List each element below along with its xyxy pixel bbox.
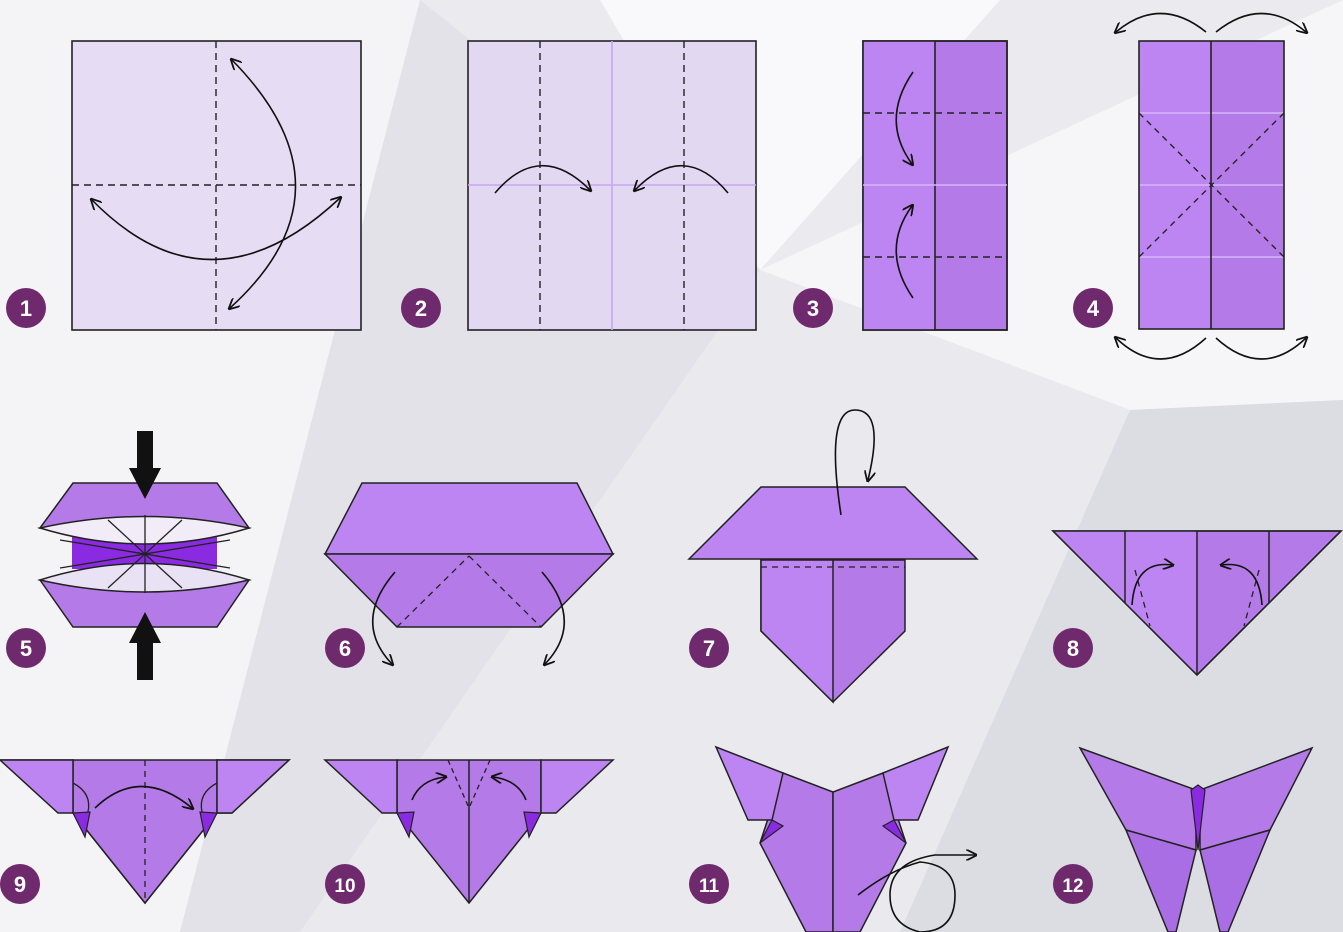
step-number: 10	[334, 876, 355, 897]
step-badge: 7	[689, 628, 729, 668]
step-number: 9	[14, 872, 26, 897]
step-number: 3	[807, 296, 819, 321]
step-number: 11	[699, 876, 720, 897]
step-badge: 8	[1053, 628, 1093, 668]
step-badge: 10	[325, 864, 365, 904]
step-badge: 4	[1073, 288, 1113, 328]
step-number: 6	[339, 636, 351, 661]
step-3	[863, 41, 1007, 330]
step-badge: 2	[401, 288, 441, 328]
step-badge: 5	[6, 628, 46, 668]
step-number: 7	[703, 636, 715, 661]
step-number: 12	[1062, 876, 1083, 897]
step-1	[72, 41, 361, 330]
step-2	[468, 41, 756, 330]
step-4	[1116, 14, 1306, 360]
step-badge: 9	[0, 864, 40, 904]
step-number: 4	[1087, 296, 1100, 321]
step-badge: 12	[1053, 864, 1093, 904]
step-badge: 3	[793, 288, 833, 328]
step-number: 8	[1067, 636, 1079, 661]
step-number: 5	[20, 636, 32, 661]
step-badge: 1	[6, 288, 46, 328]
step-badge: 11	[689, 864, 729, 904]
step-number: 1	[20, 296, 32, 321]
step-badge: 6	[325, 628, 365, 668]
step-number: 2	[415, 296, 427, 321]
